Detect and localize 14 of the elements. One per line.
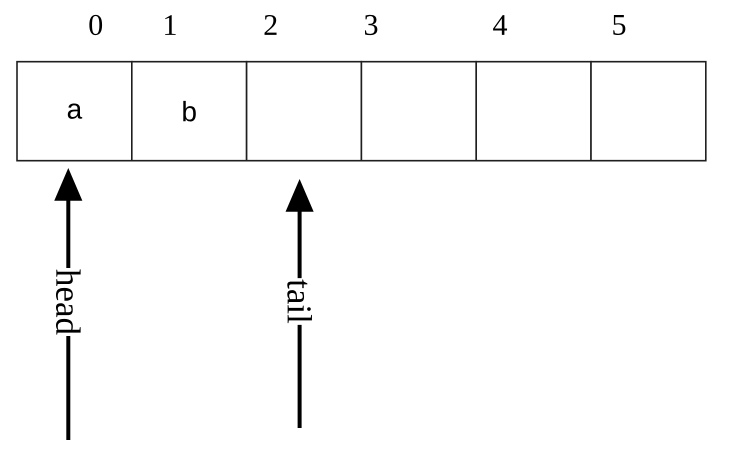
array-cell: b xyxy=(131,60,248,162)
array-cell xyxy=(475,60,592,162)
array-cell xyxy=(590,60,707,162)
edge-label: head xyxy=(55,268,82,336)
edge-label: tail xyxy=(286,278,313,325)
index-label: 3 xyxy=(364,14,378,36)
index-label: 1 xyxy=(165,15,176,35)
index-label: 0 xyxy=(89,14,102,36)
index-label: 2 xyxy=(264,15,277,35)
array-cell xyxy=(360,60,477,162)
array-cell: a xyxy=(16,60,133,162)
array-cell xyxy=(246,60,362,162)
index-label: 4 xyxy=(493,15,508,35)
index-label: 5 xyxy=(613,15,626,35)
